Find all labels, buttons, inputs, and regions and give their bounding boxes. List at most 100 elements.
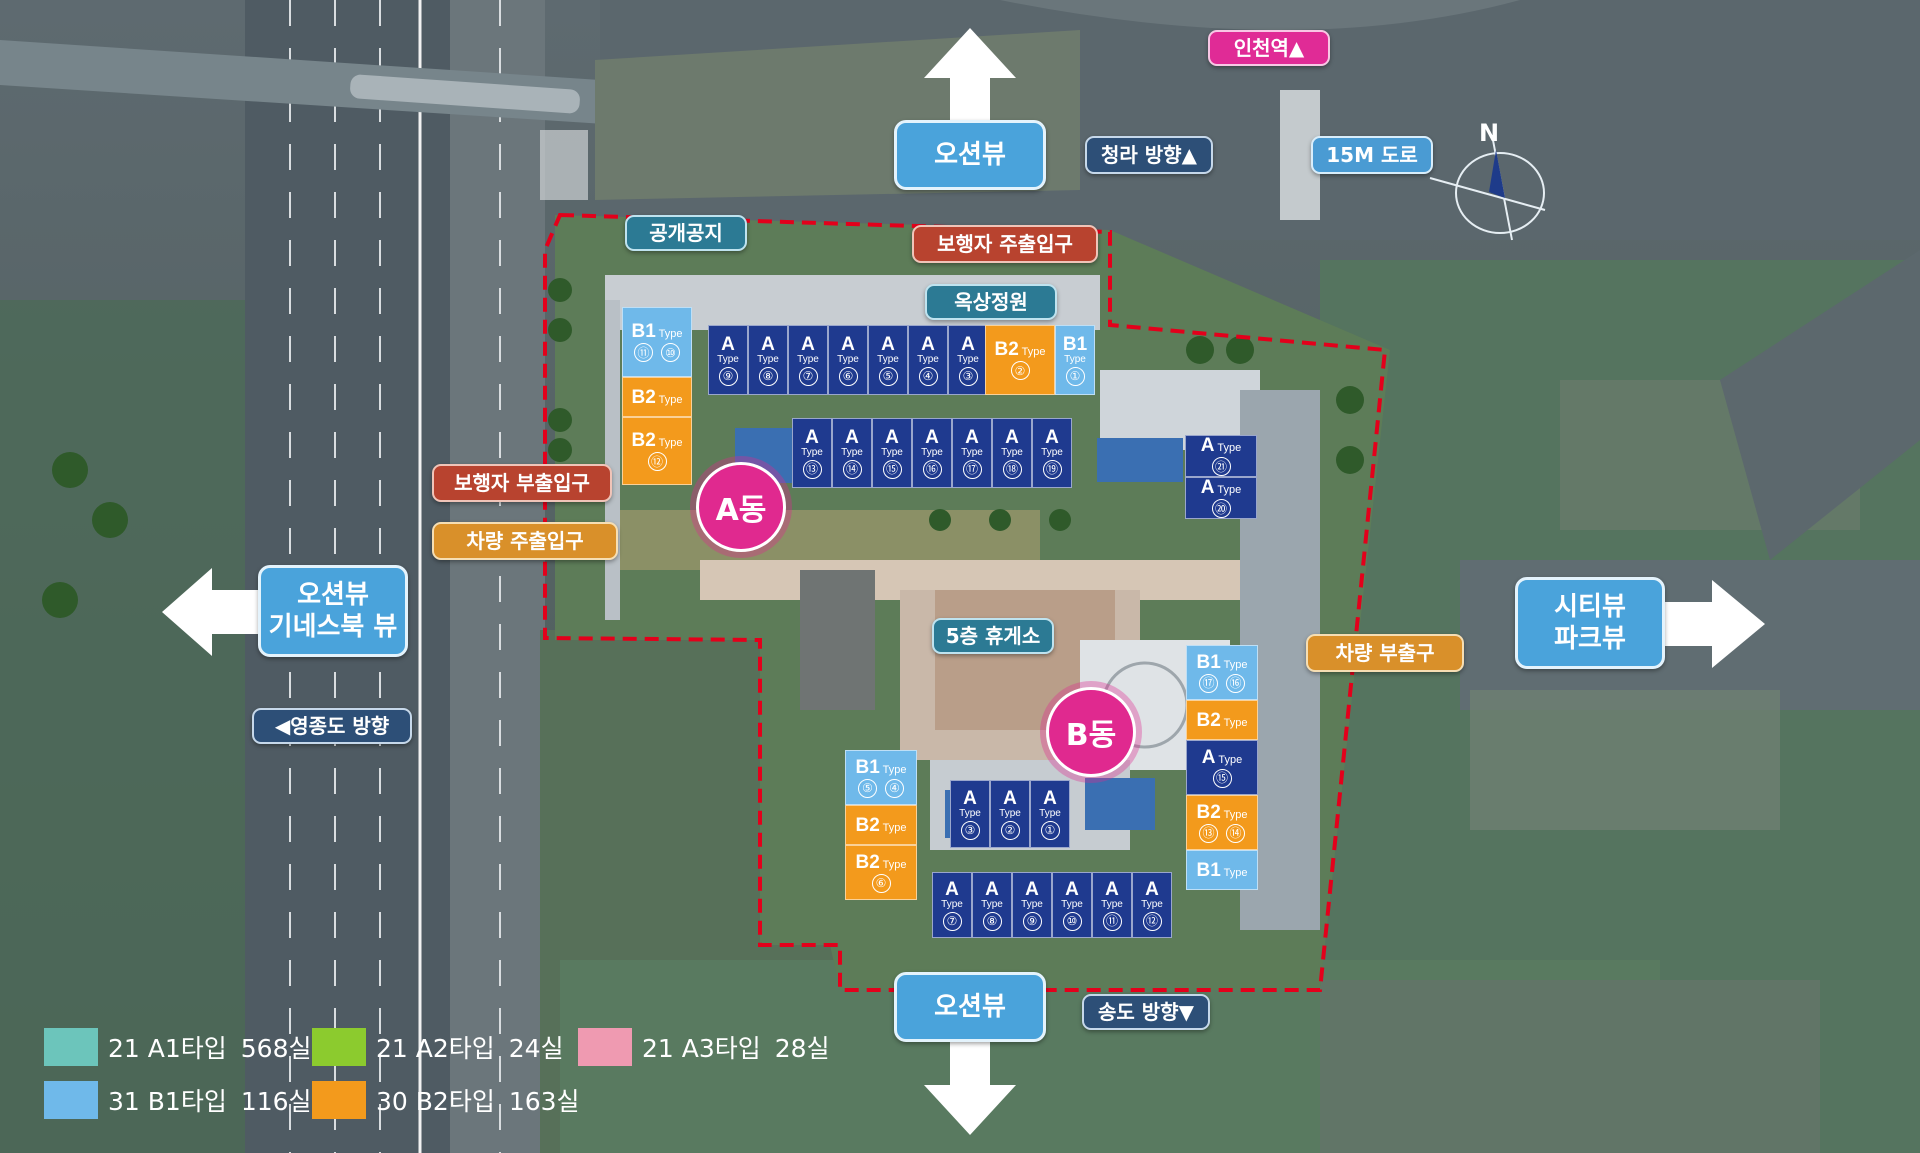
unit-type-label: A <box>1003 787 1017 809</box>
legend-type-name: 21 A1타입 <box>108 1034 227 1063</box>
unit-type-word: Type <box>837 353 859 365</box>
unit-type-word: Type <box>1220 716 1248 729</box>
unit-type-label: A <box>1065 878 1079 900</box>
unit-type-label: A <box>1005 426 1019 448</box>
unit-number: ⑭ <box>1226 823 1245 843</box>
unit-type-label: A Type <box>1201 746 1243 768</box>
view-label-right: 시티뷰 파크뷰 <box>1515 577 1665 669</box>
unit-type-word: Type <box>1141 898 1163 910</box>
unit-number: ⑩ <box>1062 911 1082 931</box>
unit-type-word: Type <box>981 898 1003 910</box>
legend-item: 31 B1타입 116실 <box>44 1080 312 1120</box>
unit-type-word: Type <box>1220 866 1248 879</box>
unit-number: ⑰ <box>1199 673 1218 693</box>
unit-type-label: A <box>881 333 895 355</box>
legend-type-name: 31 B1타입 <box>108 1087 227 1116</box>
unit-number: ⑧ <box>982 911 1002 931</box>
label-vehicle-sub-exit: 차량 부출구 <box>1306 634 1464 672</box>
unit-number: ⑪ <box>1102 911 1122 931</box>
label-yeongjongdo-direction: ◀영종도 방향 <box>252 708 412 744</box>
legend-count: 116실 <box>240 1087 312 1116</box>
view-label-right-line2: 파크뷰 <box>1554 624 1626 654</box>
unit-number: ⑳ <box>1211 499 1231 518</box>
unit-type-label: A <box>845 426 859 448</box>
unit-number: ⑯ <box>1226 673 1245 693</box>
unit-type-label: A <box>805 426 819 448</box>
unit-type-label: A Type <box>1200 477 1242 498</box>
label-incheon-station: 인천역▲ <box>1208 30 1330 66</box>
unit-number: ② <box>1000 820 1020 840</box>
label-pedestrian-main-entrance: 보행자 주출입구 <box>912 225 1098 263</box>
unit-type-word: Type <box>1220 808 1248 821</box>
view-label-left-line2: 기네스북 뷰 <box>268 612 398 642</box>
unit-number: ⑮ <box>882 459 902 479</box>
unit-cell: B2 Type <box>1186 700 1258 740</box>
unit-type-label: A <box>965 426 979 448</box>
unit-type-word: Type <box>1018 346 1046 358</box>
unit-type-label: A <box>963 787 977 809</box>
unit-type-word: Type <box>1001 446 1023 458</box>
unit-type-label: B2 Type <box>631 430 683 451</box>
legend-swatch <box>312 1028 366 1066</box>
label-cheongna-direction: 청라 방향▲ <box>1085 136 1213 174</box>
unit-type-label: A <box>885 426 899 448</box>
unit-type-label: B2 Type <box>994 339 1046 360</box>
unit-number: ⑤ <box>858 778 877 798</box>
unit-type-label: A <box>1105 878 1119 900</box>
arrow-up-icon <box>924 28 1016 148</box>
unit-type-word: Type <box>877 353 899 365</box>
unit-type-label: A <box>1045 426 1059 448</box>
label-public-space: 공개공지 <box>625 215 747 251</box>
unit-type-label: A <box>801 333 815 355</box>
label-5f-rest-area: 5층 휴게소 <box>932 618 1054 654</box>
unit-number: ⑬ <box>802 459 822 479</box>
unit-type-label: A <box>961 333 975 355</box>
unit-type-label: B2 Type <box>1196 801 1248 823</box>
unit-type-word: Type <box>841 446 863 458</box>
unit-number: ① <box>1065 366 1085 386</box>
unit-number: ⑮ <box>1212 768 1232 788</box>
unit-type-word: Type <box>797 353 819 365</box>
legend-type-name: 30 B2타입 <box>376 1087 495 1116</box>
unit-type-word: Type <box>879 763 907 776</box>
unit-type-word: Type <box>717 353 739 365</box>
view-label-top: 오션뷰 <box>894 120 1046 190</box>
unit-number: ⑱ <box>1002 459 1022 479</box>
unit-number: ② <box>1010 361 1030 380</box>
unit-type-word: Type <box>655 328 683 340</box>
unit-type-label: A Type <box>1200 435 1242 456</box>
unit-number: ⑪ <box>634 343 653 362</box>
arrow-right-icon <box>1640 580 1765 668</box>
unit-type-label: A <box>841 333 855 355</box>
unit-number: ⑩ <box>661 343 680 362</box>
unit-number: ⑤ <box>878 366 898 386</box>
unit-type-label: B2 Type <box>855 851 907 873</box>
unit-type-word: Type <box>655 437 683 449</box>
unit-type-label: A <box>1145 878 1159 900</box>
